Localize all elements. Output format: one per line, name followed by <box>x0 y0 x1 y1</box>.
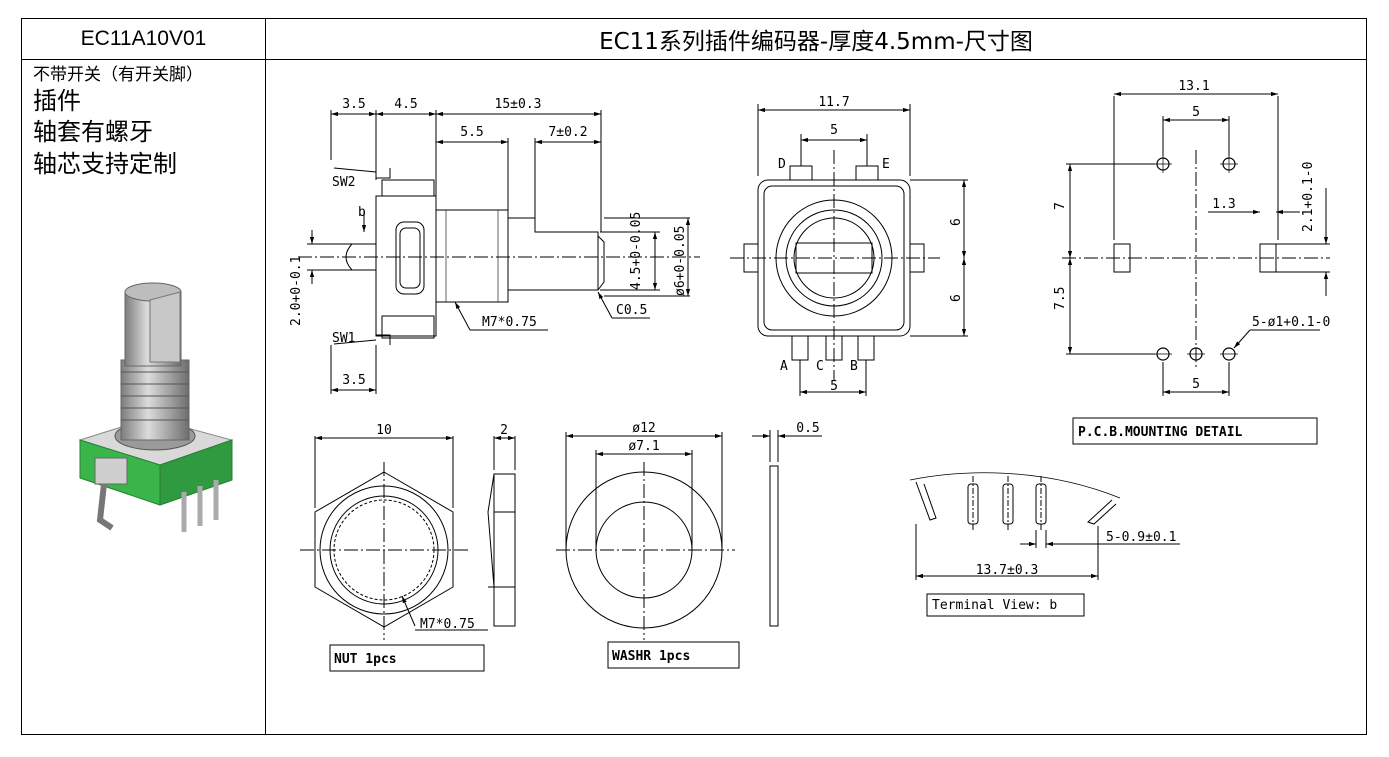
nut-label: NUT 1pcs <box>334 652 397 667</box>
svg-text:C0.5: C0.5 <box>616 303 647 318</box>
svg-text:1.3: 1.3 <box>1212 197 1235 212</box>
svg-text:M7*0.75: M7*0.75 <box>482 315 537 330</box>
svg-text:2: 2 <box>500 423 508 438</box>
svg-text:ø12: ø12 <box>632 421 655 436</box>
model-number: EC11A10V01 <box>80 27 207 50</box>
column-divider <box>265 19 266 734</box>
encoder-product-image <box>78 282 234 532</box>
svg-text:4.5: 4.5 <box>394 97 417 112</box>
svg-text:2.1+0.1-0: 2.1+0.1-0 <box>1301 162 1316 232</box>
svg-text:ø7.1: ø7.1 <box>628 439 659 454</box>
svg-text:11.7: 11.7 <box>818 95 849 110</box>
feature-mount: 插件 <box>33 87 81 116</box>
svg-text:5.5: 5.5 <box>460 125 483 140</box>
svg-text:A: A <box>780 359 788 374</box>
svg-text:5-ø1+0.1-0: 5-ø1+0.1-0 <box>1252 315 1330 330</box>
front-view <box>730 104 968 396</box>
svg-text:SW1: SW1 <box>332 331 355 346</box>
side-view <box>298 110 700 394</box>
svg-text:C: C <box>816 359 824 374</box>
svg-text:M7*0.75: M7*0.75 <box>420 617 475 632</box>
svg-text:B: B <box>850 359 858 374</box>
svg-text:2.0+0-0.1: 2.0+0-0.1 <box>289 256 304 326</box>
terminal-label: Terminal View: b <box>932 598 1057 613</box>
drawing-sheet: EC11A10V01 EC11系列插件编码器-厚度4.5mm-尺寸图 不带开关（… <box>21 18 1367 735</box>
svg-text:4.5+0-0.05: 4.5+0-0.05 <box>629 212 644 290</box>
svg-text:SW2: SW2 <box>332 175 355 190</box>
svg-text:3.5: 3.5 <box>342 373 365 388</box>
svg-text:13.7±0.3: 13.7±0.3 <box>976 563 1039 578</box>
svg-text:5-0.9±0.1: 5-0.9±0.1 <box>1106 530 1176 545</box>
terminal-view <box>909 472 1180 617</box>
feature-list: 不带开关（有开关脚） 插件 轴套有螺牙 轴芯支持定制 <box>33 65 261 180</box>
svg-text:7.5: 7.5 <box>1053 287 1068 310</box>
svg-text:ø6+0-0.05: ø6+0-0.05 <box>673 226 688 296</box>
drawing-labels: 3.5 4.5 15±0.3 5.5 7±0.2 3.5 SW2 SW1 b M… <box>289 79 1330 667</box>
svg-text:7: 7 <box>1053 202 1068 210</box>
drawing-title: EC11系列插件编码器-厚度4.5mm-尺寸图 <box>599 29 1033 55</box>
feature-switch: 不带开关（有开关脚） <box>33 65 203 85</box>
feature-bushing: 轴套有螺牙 <box>33 118 153 147</box>
svg-text:0.5: 0.5 <box>796 421 819 436</box>
svg-text:5: 5 <box>830 379 838 394</box>
svg-text:7±0.2: 7±0.2 <box>548 125 587 140</box>
svg-text:5: 5 <box>1192 377 1200 392</box>
svg-text:6: 6 <box>949 218 964 226</box>
feature-shaft: 轴芯支持定制 <box>33 149 177 178</box>
svg-text:E: E <box>882 157 890 172</box>
header-divider <box>22 59 1366 60</box>
svg-text:5: 5 <box>830 123 838 138</box>
washer-label: WASHR 1pcs <box>612 649 690 664</box>
svg-text:15±0.3: 15±0.3 <box>495 97 542 112</box>
svg-text:b: b <box>358 205 366 220</box>
svg-text:5: 5 <box>1192 105 1200 120</box>
nut-drawing <box>300 435 516 672</box>
svg-text:3.5: 3.5 <box>342 97 365 112</box>
svg-text:13.1: 13.1 <box>1178 79 1209 94</box>
washer-drawing <box>556 430 822 669</box>
svg-text:10: 10 <box>376 423 392 438</box>
svg-text:6: 6 <box>949 294 964 302</box>
pcb-label: P.C.B.MOUNTING DETAIL <box>1078 425 1243 440</box>
pcb-mounting-detail <box>1062 91 1330 445</box>
svg-text:D: D <box>778 157 786 172</box>
